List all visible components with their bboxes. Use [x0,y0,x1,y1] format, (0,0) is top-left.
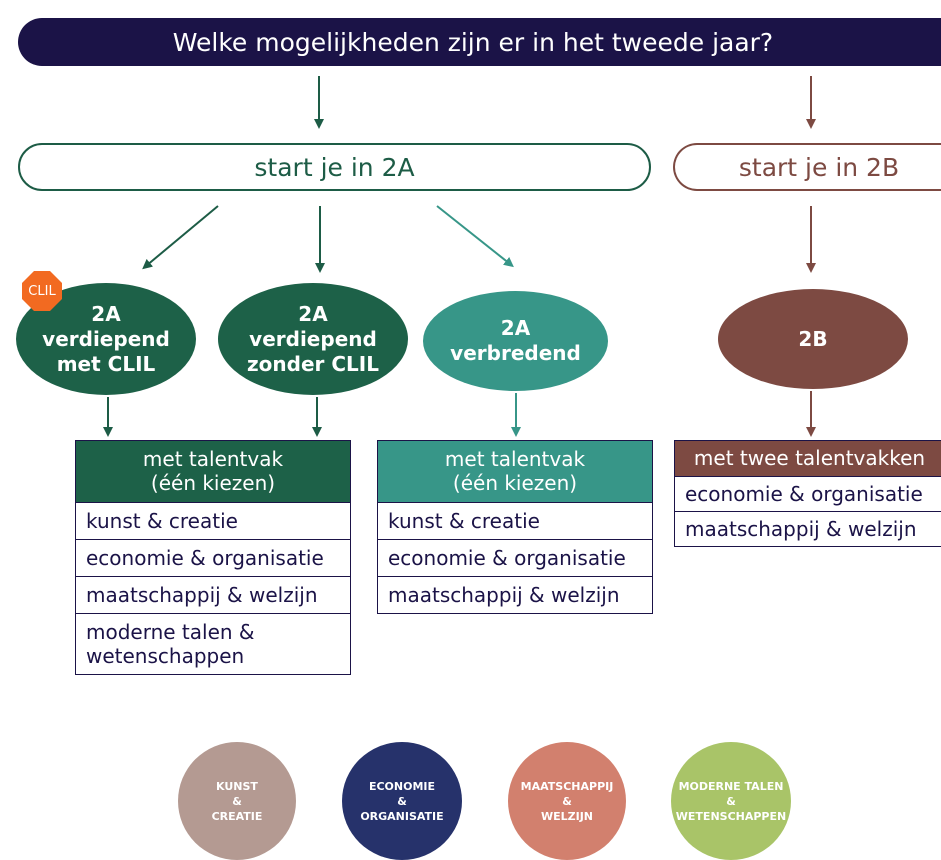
table-row: kunst & creatie [76,503,350,540]
table-2b-talentvakken: met twee talentvakken economie & organis… [674,440,941,547]
clil-badge: CLIL [22,271,62,311]
header-title-bar: Welke mogelijkheden zijn er in het tweed… [18,18,941,66]
table-row: maatschappij & welzijn [675,512,941,547]
table-row: kunst & creatie [378,503,652,540]
table-verbredend-talentvak: met talentvak (één kiezen) kunst & creat… [377,440,653,614]
table-row: economie & organisatie [76,540,350,577]
header-title: Welke mogelijkheden zijn er in het tweed… [172,27,774,57]
start-2a-box: start je in 2A [18,143,651,191]
table-row: moderne talen & wetenschappen [76,614,350,675]
table-header: met twee talentvakken [675,441,941,477]
option-2a-verdiepend-zonder-clil: 2A verdiepend zonder CLIL [218,283,408,395]
arrow-2a-to-clil [142,205,219,270]
table-row: maatschappij & welzijn [76,577,350,614]
option-2a-verdiepend-clil: 2A verdiepend met CLIL [16,283,196,395]
legend-maatschappij-welzijn: MAATSCHAPPIJ & WELZIJN [508,742,626,860]
option-2b: 2B [718,289,908,389]
table-header: met talentvak (één kiezen) [378,441,652,503]
table-row: economie & organisatie [675,477,941,512]
option-2a-verbredend: 2A verbredend [423,291,608,391]
table-row: economie & organisatie [378,540,652,577]
legend-economie-organisatie: ECONOMIE & ORGANISATIE [342,742,462,860]
table-header: met talentvak (één kiezen) [76,441,350,503]
arrow-2a-to-verbredend [436,205,514,268]
table-row: maatschappij & welzijn [378,577,652,614]
start-2b-box: start je in 2B [673,143,941,191]
legend-moderne-talen-wetenschappen: MODERNE TALEN & WETENSCHAPPEN [671,742,791,860]
start-2a-label: start je in 2A [254,152,415,182]
legend-kunst-creatie: KUNST & CREATIE [178,742,296,860]
table-verdiepend-talentvak: met talentvak (één kiezen) kunst & creat… [75,440,351,675]
start-2b-label: start je in 2B [738,152,900,182]
